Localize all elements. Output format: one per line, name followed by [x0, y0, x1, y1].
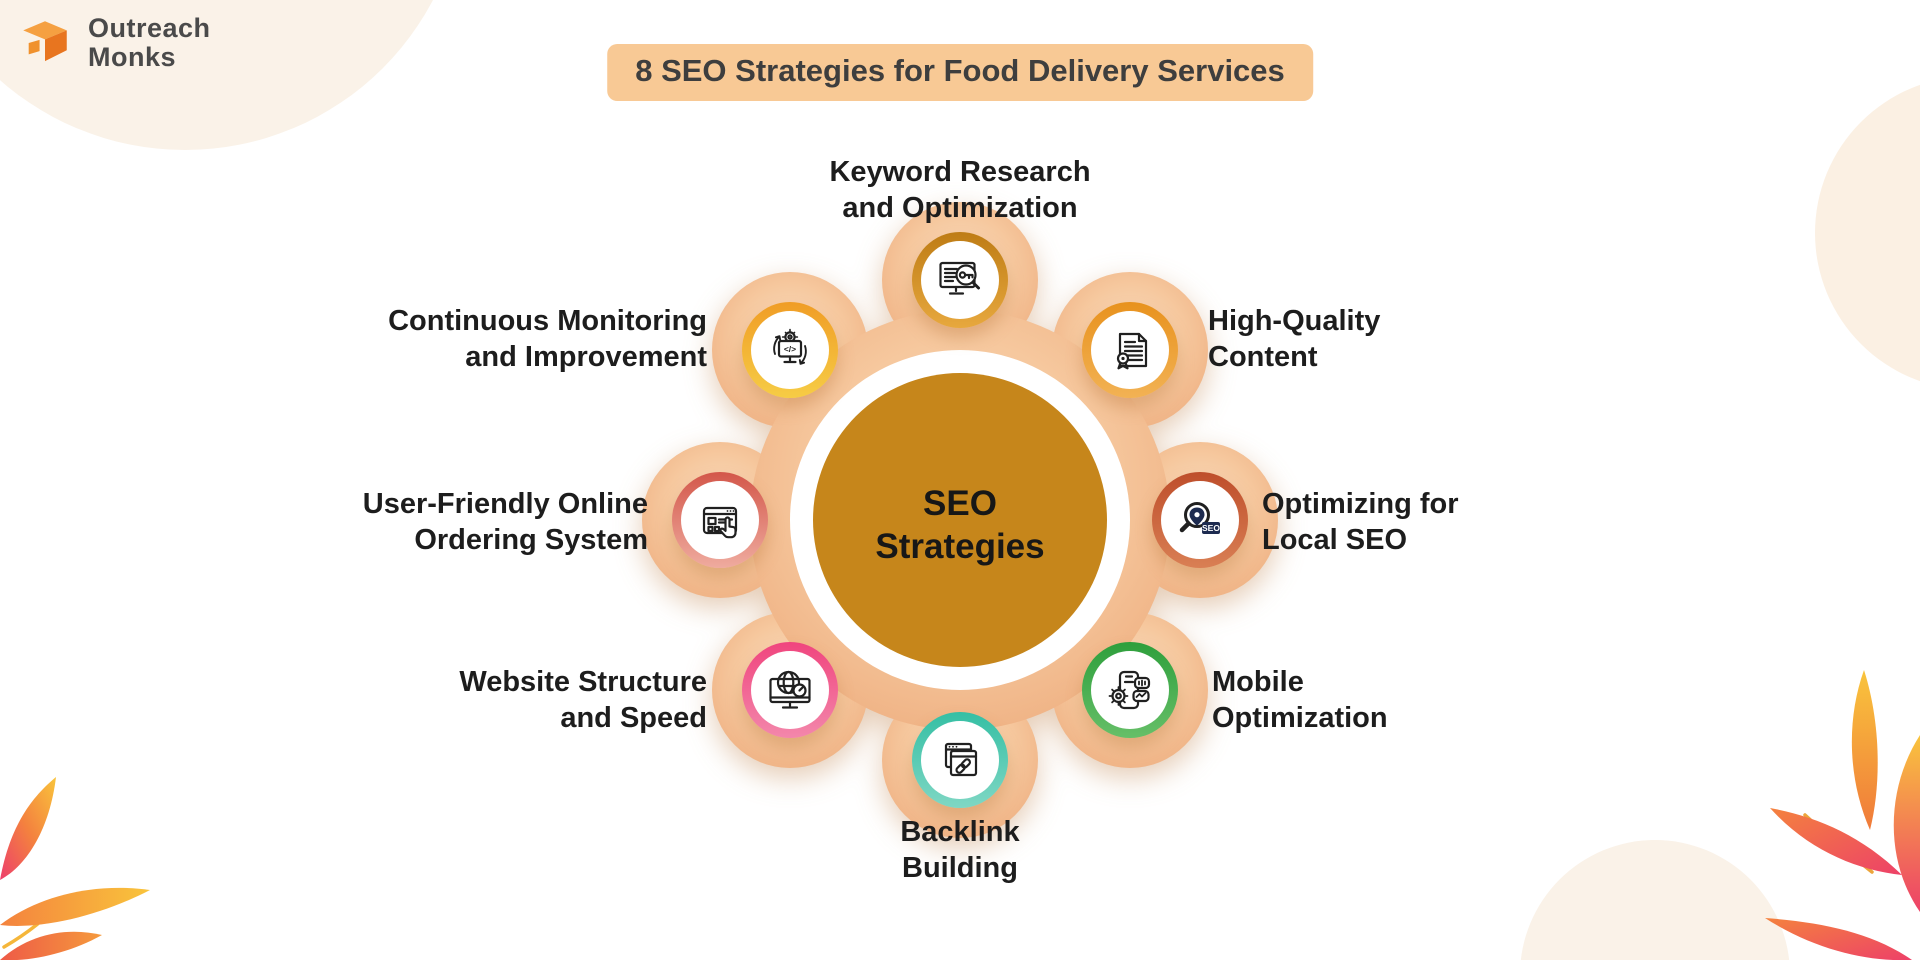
label-high-quality-content: High-Quality Content — [1208, 305, 1381, 373]
center-label: SEO Strategies — [875, 484, 1045, 566]
monitor-globe-speedometer-icon — [769, 670, 811, 709]
satellite-inner: SEO — [1161, 481, 1239, 559]
decorative-leaves-right-icon — [1765, 670, 1920, 960]
label-keyword-research: Keyword Research and Optimization — [829, 156, 1091, 224]
satellite-inner — [921, 721, 999, 799]
satellite-online-ordering — [672, 472, 768, 568]
logo-mark-icon — [23, 21, 67, 62]
satellite-mobile-optimization — [1082, 642, 1178, 738]
label-website-structure: Website Structure and Speed — [459, 666, 707, 734]
logo-line-2: Monks — [88, 42, 177, 72]
satellite-website-structure-speed — [742, 642, 838, 738]
browser-click-hand-icon — [702, 506, 738, 539]
page-title: 8 SEO Strategies for Food Delivery Servi… — [635, 53, 1285, 88]
logo-text: Outreach Monks — [88, 14, 211, 72]
browser-chain-link-icon — [944, 742, 978, 777]
satellite-inner — [751, 651, 829, 729]
label-backlink-building: Backlink Building — [900, 816, 1020, 884]
mobile-gear-chat-icon — [1108, 670, 1151, 710]
logo-line-1: Outreach — [88, 13, 211, 43]
logo: Outreach Monks — [16, 14, 211, 72]
satellite-inner — [1091, 311, 1169, 389]
search-location-seo-icon: SEO — [1179, 502, 1220, 534]
label-online-ordering: User-Friendly Online Ordering System — [362, 488, 648, 556]
label-continuous-monitoring: Continuous Monitoring and Improvement — [388, 305, 707, 373]
title-banner: 8 SEO Strategies for Food Delivery Servi… — [607, 44, 1313, 101]
cream-blob-right — [1815, 76, 1920, 390]
decorative-leaves-left-icon — [0, 777, 150, 960]
satellite-continuous-monitoring: </> — [742, 302, 838, 398]
satellite-backlink-building — [912, 712, 1008, 808]
satellite-inner — [681, 481, 759, 559]
label-mobile-optimization: Mobile Optimization — [1212, 666, 1388, 734]
monitor-code-refresh-icon: </> — [773, 328, 807, 365]
satellite-high-quality-content — [1082, 302, 1178, 398]
monitor-keyword-search-icon — [939, 261, 980, 295]
satellite-inner — [1091, 651, 1169, 729]
seo-badge-text: SEO — [1202, 523, 1220, 533]
center-circle — [813, 373, 1107, 667]
satellite-local-seo: SEO — [1152, 472, 1248, 568]
satellite-inner — [921, 241, 999, 319]
satellite-inner: </> — [751, 311, 829, 389]
code-glyph-text: </> — [784, 344, 796, 354]
label-local-seo: Optimizing for Local SEO — [1262, 488, 1459, 556]
certified-document-icon — [1116, 332, 1148, 370]
satellite-keyword-research — [912, 232, 1008, 328]
